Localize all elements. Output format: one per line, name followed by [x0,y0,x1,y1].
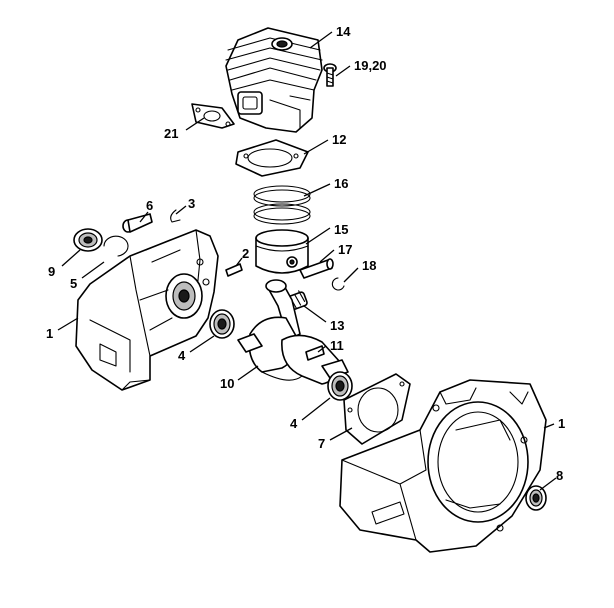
callout-19-20: 19,20 [354,58,387,73]
crankcase-screw [122,213,153,233]
leader-1-left [57,317,79,331]
leader-21 [185,117,205,131]
leader-13 [303,305,327,323]
dowel-pin [225,263,243,277]
leader-4-lower [301,397,331,421]
callout-8: 8 [556,468,563,483]
exhaust-gasket [191,103,235,129]
callout-5: 5 [70,276,77,291]
leader-9 [61,249,81,267]
callout-1-left: 1 [46,326,53,341]
leader-5 [81,261,105,279]
callout-11: 11 [330,338,344,353]
crankcase-left-half [75,229,219,391]
callout-1-right: 1 [558,416,565,431]
cylinder [225,27,323,133]
callout-17: 17 [338,242,352,257]
ball-bearing-left [209,309,235,339]
leader-7 [329,427,353,441]
leader-11 [317,345,327,353]
oil-seal-right [525,485,547,511]
oil-seal-left [73,228,103,252]
callout-3: 3 [188,196,195,211]
callout-13: 13 [330,318,344,333]
callout-12: 12 [332,132,346,147]
leader-lines [57,31,557,491]
woodruff-key [305,345,325,361]
leader-6 [139,211,149,223]
callout-7: 7 [318,436,325,451]
callout-labels: 14 19,20 21 12 16 6 3 15 9 2 17 18 5 1 1… [46,24,565,483]
callout-15: 15 [334,222,348,237]
crankcase-right-half [339,379,547,553]
circlip [331,277,345,291]
callout-16: 16 [334,176,348,191]
piston-rings [253,185,311,225]
leader-1-right [543,423,555,429]
leader-14 [309,31,333,49]
leader-2 [235,257,243,267]
leader-19-20 [335,65,351,77]
leader-18 [343,267,359,283]
callout-18: 18 [362,258,376,273]
crankshaft [237,279,349,385]
callout-2: 2 [242,246,249,261]
cylinder-screw [323,63,337,87]
retaining-ring [103,235,129,257]
leader-12 [303,139,329,155]
callout-10: 10 [220,376,234,391]
spring-clip [170,209,181,223]
leader-8 [539,477,557,491]
piston [255,229,309,274]
crankcase-gasket [343,373,411,445]
callout-6: 6 [146,198,153,213]
callout-4-upper: 4 [178,348,186,363]
leader-3 [175,205,187,215]
leader-16 [303,183,331,197]
ball-bearing-right [327,371,353,401]
callout-21: 21 [164,126,178,141]
leader-15 [305,227,331,245]
callout-4-lower: 4 [290,416,298,431]
callout-9: 9 [48,264,55,279]
leader-4-upper [189,335,215,353]
leader-17 [319,249,335,263]
leader-10 [237,365,259,381]
callout-14: 14 [336,24,351,39]
cylinder-gasket [235,139,309,177]
piston-pin [299,258,334,279]
